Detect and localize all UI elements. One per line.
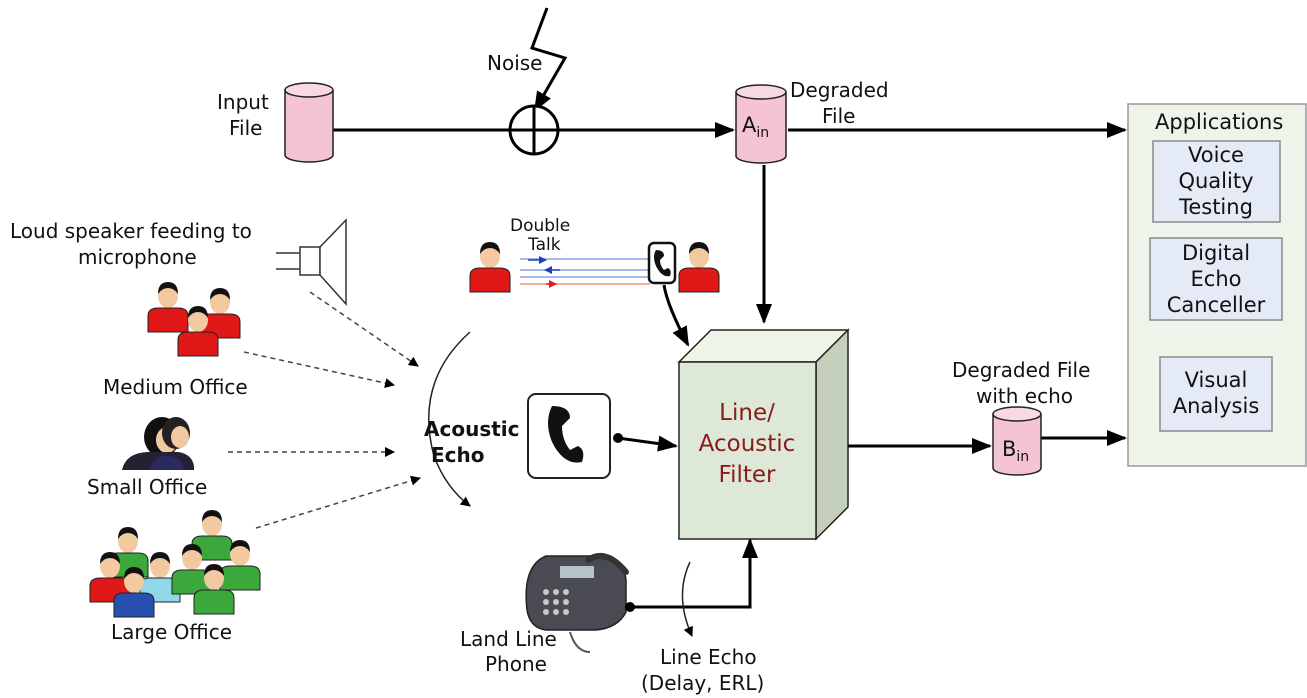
noise-label: Noise [487,51,542,75]
land-line-label-2: Phone [485,652,547,676]
a-in-cylinder [735,84,787,164]
degraded-echo-label-2: with echo [976,384,1073,408]
noise-lightning-arrow [530,7,568,112]
dec-label-3: Canceller [1167,293,1266,317]
degraded-file-label-1: Degraded [790,78,889,102]
applications-title: Applications [1155,110,1283,134]
medium-office-dashed-arrow [243,351,395,388]
voice-quality-testing-box [1152,140,1281,223]
small-office-label: Small Office [87,475,207,499]
voice-quality-label-1: Voice [1188,143,1244,167]
double-talk-person-right [678,241,720,293]
line-echo-label-2: (Delay, ERL) [641,671,764,695]
large-office-people-icon [89,509,261,618]
visual-analysis-box [1159,356,1273,432]
acoustic-echo-label-2: Echo [431,443,485,467]
filter-label-1: Line/ [719,400,775,426]
voice-quality-label-3: Testing [1178,195,1253,219]
land-line-to-filter-arrow [630,538,758,609]
double-talk-lines [520,256,650,288]
visual-analysis-label-1: Visual [1185,368,1248,392]
dec-label-2: Echo [1191,267,1242,291]
input-file-label-1: Input [217,90,269,114]
acoustic-echo-label-1: Acoustic [424,417,520,441]
acoustic-to-filter-arrow [617,435,678,452]
large-office-label: Large Office [111,620,232,644]
b-in-label: Bin [1002,437,1029,465]
medium-office-label: Medium Office [103,375,248,399]
dec-label-1: Digital [1182,241,1250,265]
small-office-people-icon [122,417,194,470]
double-talk-to-filter-arrow [662,284,690,347]
voice-quality-label-2: Quality [1178,169,1253,193]
loudspeaker-label-2: microphone [78,245,197,269]
filter-label-3: Filter [719,462,777,488]
double-talk-person-left [469,241,511,293]
large-office-dashed-arrow [255,475,421,529]
filter-label-2: Acoustic [699,431,796,457]
input-file-label-2: File [229,116,262,140]
medium-office-people-icon [147,281,241,357]
a-in-label: Ain [742,113,769,141]
double-talk-handset-icon [647,241,677,285]
b-in-cylinder [992,406,1042,476]
line-acoustic-filter-box [677,328,850,541]
acoustic-handset-icon [527,393,611,479]
land-line-phone-icon [525,553,629,653]
double-talk-label-2: Talk [527,235,561,255]
degraded-file-label-2: File [822,104,855,128]
line-echo-arc [681,561,693,637]
double-talk-label-1: Double [510,216,570,236]
line-echo-label-1: Line Echo [660,645,757,669]
degraded-echo-label-1: Degraded File [952,358,1090,382]
digital-echo-canceller-box [1149,237,1283,321]
loudspeaker-icon [276,218,347,306]
visual-analysis-label-2: Analysis [1173,394,1260,418]
summing-node [508,104,560,156]
acoustic-echo-arc [428,331,471,507]
input-file-cylinder [284,82,334,163]
loudspeaker-dashed-arrow [309,291,419,367]
land-line-label-1: Land Line [460,627,557,651]
loudspeaker-label-1: Loud speaker feeding to [10,219,252,243]
